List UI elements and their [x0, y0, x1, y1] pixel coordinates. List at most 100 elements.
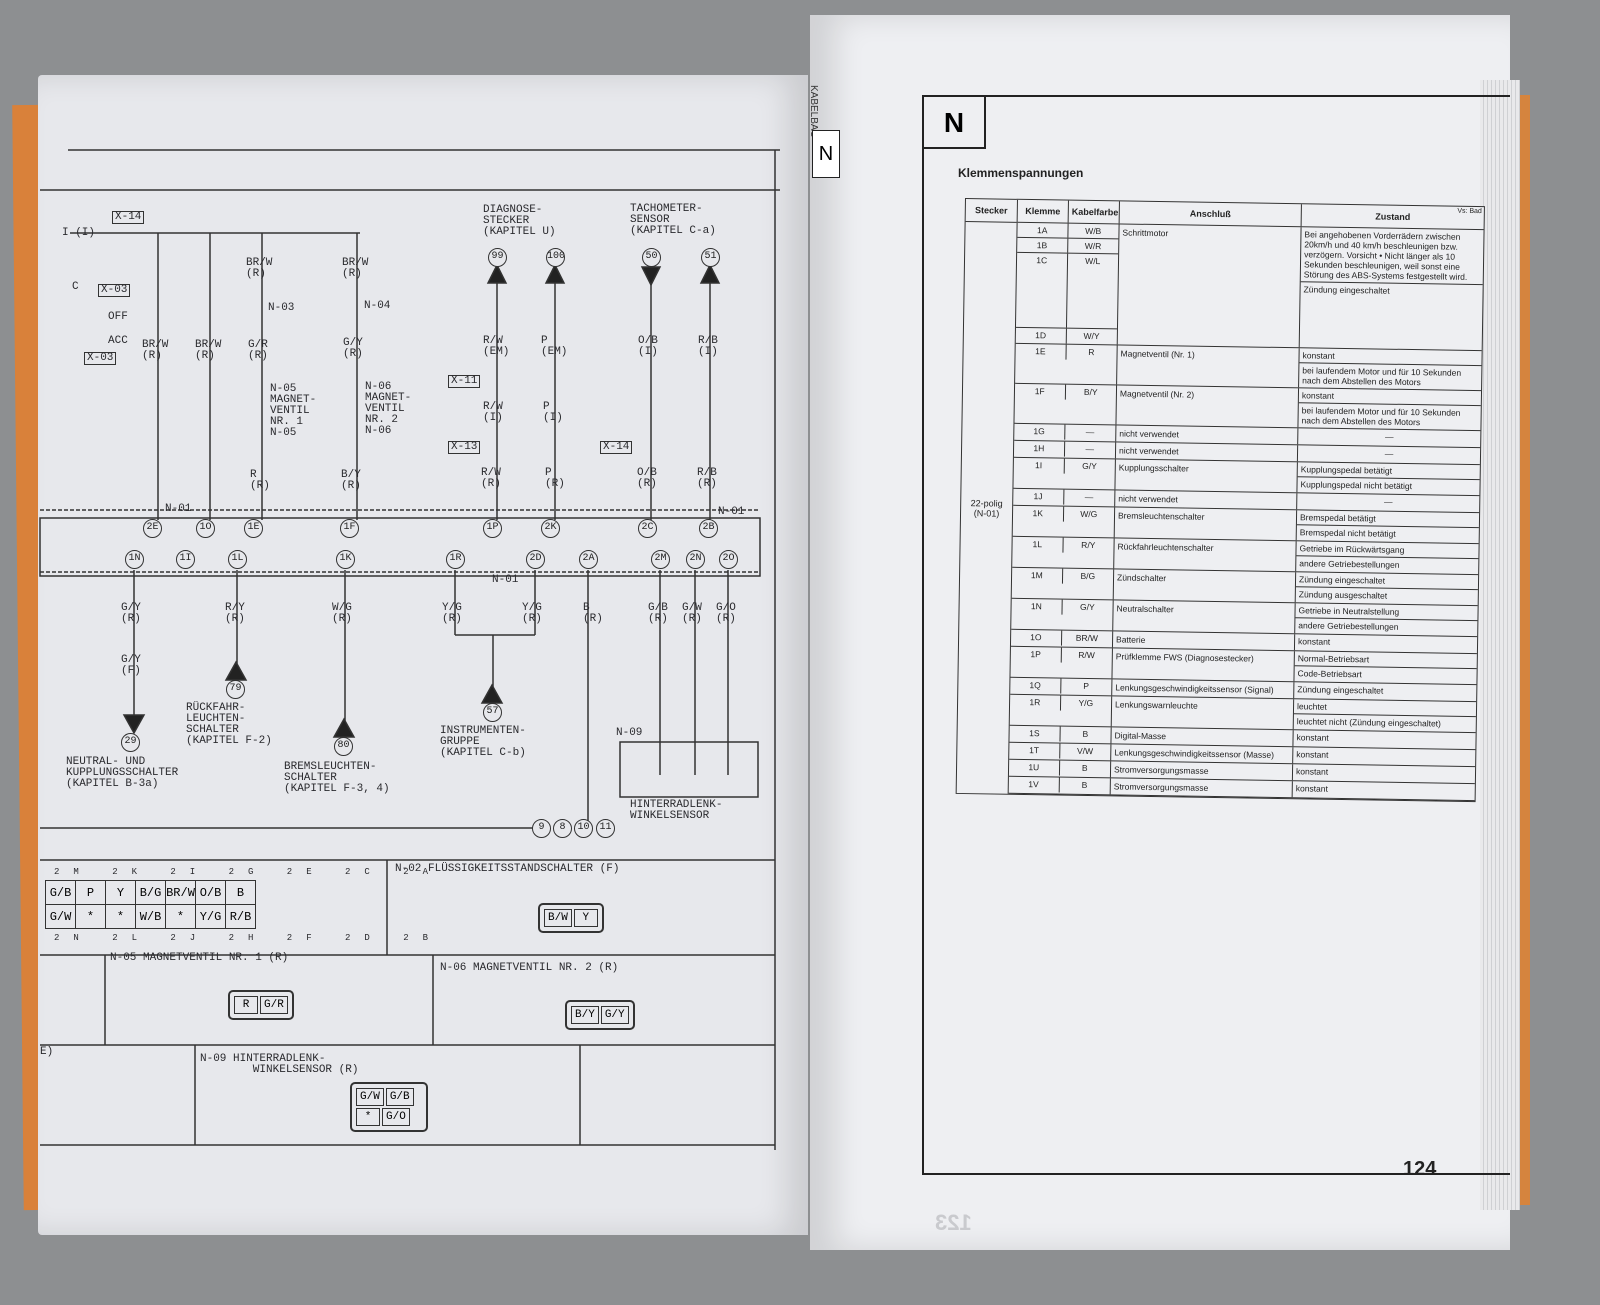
wire-label: R/W (R) — [481, 467, 501, 490]
pin-cell: Y — [105, 880, 136, 905]
page-number: 124 — [1403, 1158, 1437, 1180]
anschluss-cell: Neutralschalter — [1113, 600, 1296, 634]
switch-pos-off: OFF — [108, 311, 128, 323]
klemme-cell: 1S — [1009, 725, 1061, 742]
connector-ref-n04: N-04 — [364, 300, 391, 312]
zustand-cell: leuchtet nicht (Zündung eingeschaltet) — [1296, 716, 1442, 729]
kabelfarbe-cell: W/L — [1085, 255, 1101, 267]
switch-pos-acc: ACC — [108, 335, 128, 347]
klemme-cell: 1G — [1014, 423, 1065, 440]
terminal-circle: 2O — [719, 550, 738, 569]
page-title: Klemmenspannungen — [958, 166, 1084, 180]
terminal-circle: 1F — [340, 519, 359, 538]
wire-label: R/B (R) — [697, 467, 717, 490]
connector-pin: G/R — [260, 996, 288, 1014]
connector-pin: B/W — [544, 909, 572, 927]
anschluss-cell: Prüfklemme FWS (Diagnosestecker) — [1112, 648, 1295, 682]
connector-ref-x03: X-03 — [98, 284, 131, 297]
header-kabelfarbe: Kabelfarbe — [1068, 200, 1120, 224]
anschluss-cell: Rückfahrleuchtenschalter — [1114, 538, 1297, 572]
n06-heading: N-06 MAGNETVENTIL NR. 2 (R) — [440, 962, 619, 974]
klemme-cell: 1N — [1011, 598, 1063, 615]
terminal-circle: 100 — [546, 248, 565, 267]
anschluss-cell: Batterie — [1112, 631, 1296, 651]
anschluss-cell: nicht verwendet — [1115, 490, 1298, 510]
header-stecker: Stecker — [965, 199, 1018, 222]
wire-label: G/W (R) — [682, 602, 702, 625]
klemme-cell: 1O — [1010, 629, 1062, 646]
wire-label: R (R) — [250, 469, 270, 492]
connector-pin: G/B — [385, 1088, 414, 1106]
klemmenspannungen-table: Stecker Klemme Kabelfarbe Anschluß Zusta… — [955, 198, 1485, 803]
klemme-cell: 1Q — [1010, 677, 1061, 694]
switch-label: C — [72, 281, 79, 293]
section-side-label: KABELBAU — [808, 85, 819, 138]
wire-label: R/W (EM) — [483, 335, 510, 358]
terminal-circle: 10 — [574, 819, 593, 838]
pin-cell: W/B — [135, 904, 166, 929]
kabelfarbe-cell: — — [1085, 426, 1095, 438]
instrumentengruppe-label: INSTRUMENTEN- GRUPPE (KAPITEL C-b) — [440, 725, 526, 759]
terminal-circle: 1R — [446, 550, 465, 569]
n05-heading: N-05 MAGNETVENTIL NR. 1 (R) — [110, 952, 289, 964]
n02-heading: N-02 FLÜSSIGKEITSSTANDSCHALTER (F) — [395, 863, 620, 875]
terminal-circle: 50 — [642, 248, 661, 267]
anschluss-cell: nicht verwendet — [1115, 442, 1299, 462]
zustand-cell: konstant — [1297, 636, 1331, 647]
anschluss-cell: Magnetventil (Nr. 2) — [1116, 385, 1300, 428]
wire-label: O/B (R) — [637, 467, 657, 490]
connector-ref-n03: N-03 — [268, 302, 295, 314]
wire-label: BR/W (R) — [342, 257, 369, 280]
kabelfarbe-cell: G/Y — [1082, 460, 1097, 472]
anschluss-cell: Kupplungsschalter — [1115, 459, 1298, 493]
zustand-cell: — — [1383, 496, 1393, 507]
terminal-circle: 8 — [553, 819, 572, 838]
wire-label: G/O (R) — [716, 602, 736, 625]
terminal-circle: 1L — [228, 550, 247, 569]
pin-cell: O/B — [195, 880, 226, 905]
connector-pin: * — [356, 1108, 380, 1126]
pin-cell: * — [105, 904, 136, 929]
terminal-circle: 79 — [226, 680, 245, 699]
wire-label: BR/W (R) — [142, 339, 169, 362]
kabelfarbe-cell: G/Y — [1079, 601, 1095, 613]
klemme-cell: 1A — [1017, 222, 1069, 238]
klemme-cell: 1K — [1012, 505, 1064, 522]
pin-cell: G/W — [45, 904, 76, 929]
wire-label: I (I) — [62, 227, 96, 239]
klemme-cell: 1U — [1008, 759, 1060, 776]
connector-pin: B/Y — [571, 1006, 599, 1024]
pin-top-labels: 2M 2K 2I 2G 2E 2C 2A — [54, 867, 443, 877]
connector-pin: Y — [573, 909, 598, 927]
kabelfarbe-cell: R/W — [1078, 649, 1095, 661]
zustand-cell: andere Getriebestellungen — [1299, 558, 1400, 570]
header-zustand-label: Zustand — [1375, 211, 1411, 222]
zustand-cell: Zündung ausgeschaltet — [1298, 589, 1388, 601]
kabelfarbe-cell: R — [1088, 346, 1095, 358]
wire-label: O/B (I) — [638, 335, 658, 358]
show-through-page-number: 123 — [935, 1210, 972, 1235]
wire-label: B/Y (R) — [341, 469, 361, 492]
anschluss-cell: Schrittmotor — [1117, 224, 1302, 348]
header-klemme: Klemme — [1017, 199, 1069, 223]
klemme-cell: 1J — [1013, 488, 1064, 505]
zustand-cell: Zündung eingeschaltet — [1303, 284, 1390, 296]
header-anschluss: Anschluß — [1119, 201, 1302, 227]
rueckfahrleuchtenschalter-label: RÜCKFAHR- LEUCHTEN- SCHALTER (KAPITEL F-… — [186, 702, 272, 747]
section-side-tab: N — [812, 130, 840, 178]
connector-pin: R — [234, 996, 258, 1014]
kabelfarbe-cell: B — [1081, 762, 1088, 773]
kabelfarbe-cell: W/B — [1085, 225, 1102, 237]
wire-label: W/G (R) — [332, 602, 352, 625]
anschluss-cell: Digital-Masse — [1111, 727, 1294, 747]
zustand-cell: konstant — [1295, 783, 1328, 794]
klemme-cell: 1L — [1012, 536, 1064, 553]
anschluss-cell: Stromversorgungsmasse — [1110, 778, 1293, 798]
terminal-circle: 80 — [334, 737, 353, 756]
connector-pin: G/Y — [600, 1006, 629, 1024]
klemme-cell: 1D — [1015, 327, 1067, 344]
